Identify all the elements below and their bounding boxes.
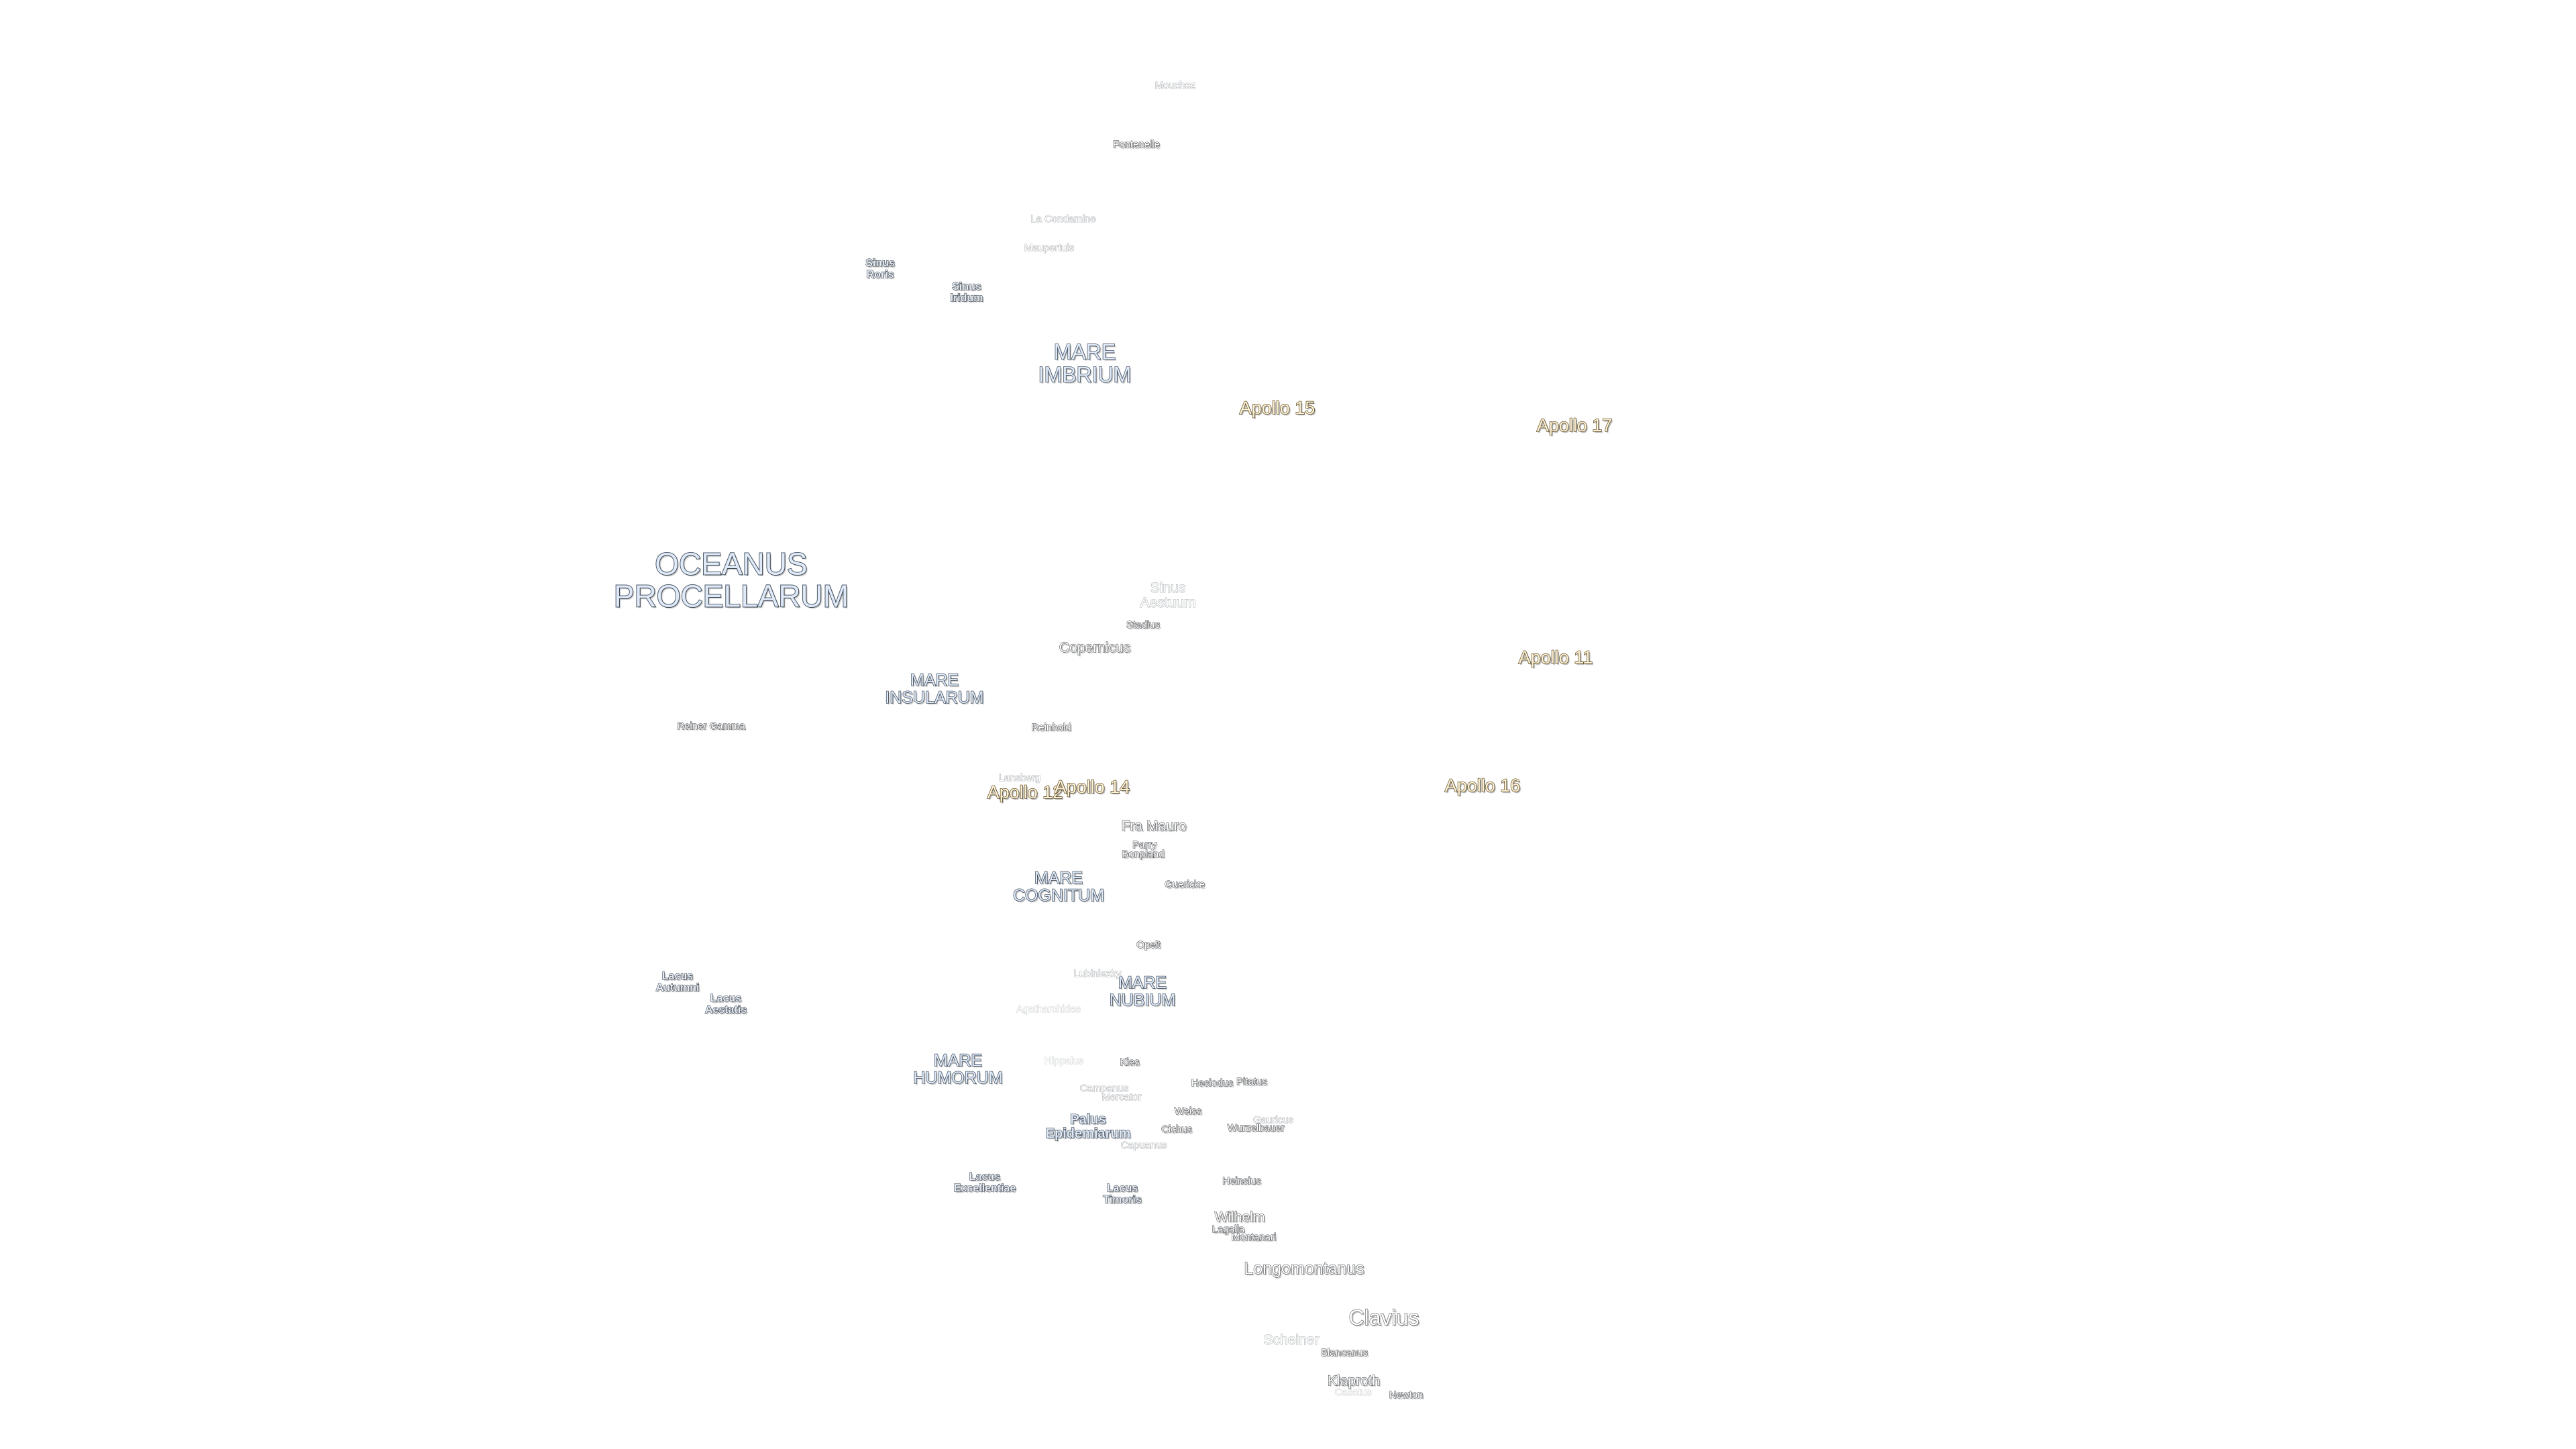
label-mouchez[interactable]: Mouchez bbox=[1155, 80, 1196, 92]
label-apollo-17[interactable]: Apollo 17 bbox=[1536, 415, 1613, 435]
label-opelt[interactable]: Opelt bbox=[1136, 939, 1161, 951]
label-pitatus[interactable]: Pitatus bbox=[1236, 1076, 1267, 1088]
label-campanus[interactable]: Campanus bbox=[1079, 1083, 1129, 1095]
label-palus-epidemiarum[interactable]: Palus Epidemiarum bbox=[1045, 1112, 1131, 1142]
label-casatus[interactable]: Casatus bbox=[1334, 1387, 1372, 1399]
label-wilhelm[interactable]: Wilhelm bbox=[1214, 1209, 1265, 1225]
label-wurzelbauer[interactable]: Wurzelbauer bbox=[1227, 1122, 1285, 1134]
label-lacus-timoris[interactable]: Lacus Timoris bbox=[1103, 1183, 1142, 1206]
label-fontenelle[interactable]: Fontenelle bbox=[1112, 139, 1161, 151]
label-mare-imbrium[interactable]: MARE IMBRIUM bbox=[1038, 339, 1132, 386]
label-la-condamine[interactable]: La Condamine bbox=[1030, 213, 1097, 225]
label-agatharchides[interactable]: Agatharchides bbox=[1016, 1004, 1081, 1016]
label-montanari[interactable]: Montanari bbox=[1231, 1232, 1277, 1244]
label-mare-nubium[interactable]: MARE NUBIUM bbox=[1109, 973, 1176, 1010]
label-apollo-11[interactable]: Apollo 11 bbox=[1518, 647, 1593, 667]
label-lubiniezky[interactable]: Lubiniezky bbox=[1073, 968, 1122, 980]
label-mare-cognitum[interactable]: MARE COGNITUM bbox=[1012, 868, 1105, 905]
label-parry[interactable]: Parry bbox=[1132, 839, 1157, 851]
label-hippalus[interactable]: Hippalus bbox=[1044, 1055, 1084, 1067]
label-mare-humorum[interactable]: MARE HUMORUM bbox=[913, 1051, 1004, 1087]
label-apollo-15[interactable]: Apollo 15 bbox=[1239, 397, 1316, 418]
label-longomontanus[interactable]: Longomontanus bbox=[1244, 1258, 1365, 1278]
label-lacus-aestatis[interactable]: Lacus Aestatis bbox=[704, 993, 747, 1016]
label-mercator[interactable]: Mercator bbox=[1102, 1091, 1142, 1104]
label-scheiner[interactable]: Scheiner bbox=[1263, 1332, 1320, 1348]
label-newton[interactable]: Newton bbox=[1389, 1389, 1424, 1401]
label-blancanus[interactable]: Blancanus bbox=[1320, 1347, 1368, 1359]
label-bonpland[interactable]: Bonpland bbox=[1122, 849, 1165, 861]
label-reinhold[interactable]: Reinhold bbox=[1031, 722, 1071, 734]
label-cichus[interactable]: Cichus bbox=[1161, 1124, 1192, 1136]
label-heinsius[interactable]: Heinsius bbox=[1222, 1175, 1262, 1187]
label-lacus-autumni[interactable]: Lacus Autumni bbox=[655, 971, 700, 994]
label-stadius[interactable]: Stadius bbox=[1126, 619, 1161, 631]
label-oceanus-procellarum[interactable]: OCEANUS PROCELLARUM bbox=[613, 546, 849, 614]
label-clavius[interactable]: Clavius bbox=[1348, 1305, 1419, 1330]
label-fra-mauro[interactable]: Fra Mauro bbox=[1121, 818, 1187, 834]
label-hesiodus[interactable]: Hesiodus bbox=[1191, 1077, 1234, 1089]
label-apollo-12[interactable]: Apollo 12 bbox=[987, 782, 1063, 802]
label-sinus-roris[interactable]: Sinus Roris bbox=[865, 258, 896, 281]
label-klaproth[interactable]: Klaproth bbox=[1327, 1373, 1381, 1389]
label-mare-insularum[interactable]: MARE INSULARUM bbox=[885, 670, 985, 707]
label-kies[interactable]: Kies bbox=[1120, 1057, 1140, 1069]
label-lagalla[interactable]: Lagalla bbox=[1212, 1224, 1245, 1236]
label-capuanus[interactable]: Capuanus bbox=[1120, 1140, 1167, 1152]
label-copernicus[interactable]: Copernicus bbox=[1059, 639, 1131, 655]
label-lacus-excellentiae[interactable]: Lacus Excellentiae bbox=[953, 1171, 1016, 1195]
label-sinus-aestuum[interactable]: Sinus Aestuum bbox=[1140, 580, 1196, 610]
label-gauricus[interactable]: Gauricus bbox=[1252, 1114, 1294, 1126]
label-guericke[interactable]: Guericke bbox=[1164, 879, 1205, 891]
label-apollo-16[interactable]: Apollo 16 bbox=[1444, 775, 1521, 796]
label-apollo-14[interactable]: Apollo 14 bbox=[1054, 776, 1130, 797]
label-weiss[interactable]: Weiss bbox=[1174, 1106, 1202, 1118]
label-lansberg[interactable]: Lansberg bbox=[998, 772, 1041, 784]
label-maupertuis[interactable]: Maupertuis bbox=[1024, 242, 1075, 254]
label-sinus-iridum[interactable]: Sinus Iridum bbox=[950, 281, 983, 305]
label-reiner-gamma[interactable]: Reiner Gamma bbox=[677, 720, 746, 733]
